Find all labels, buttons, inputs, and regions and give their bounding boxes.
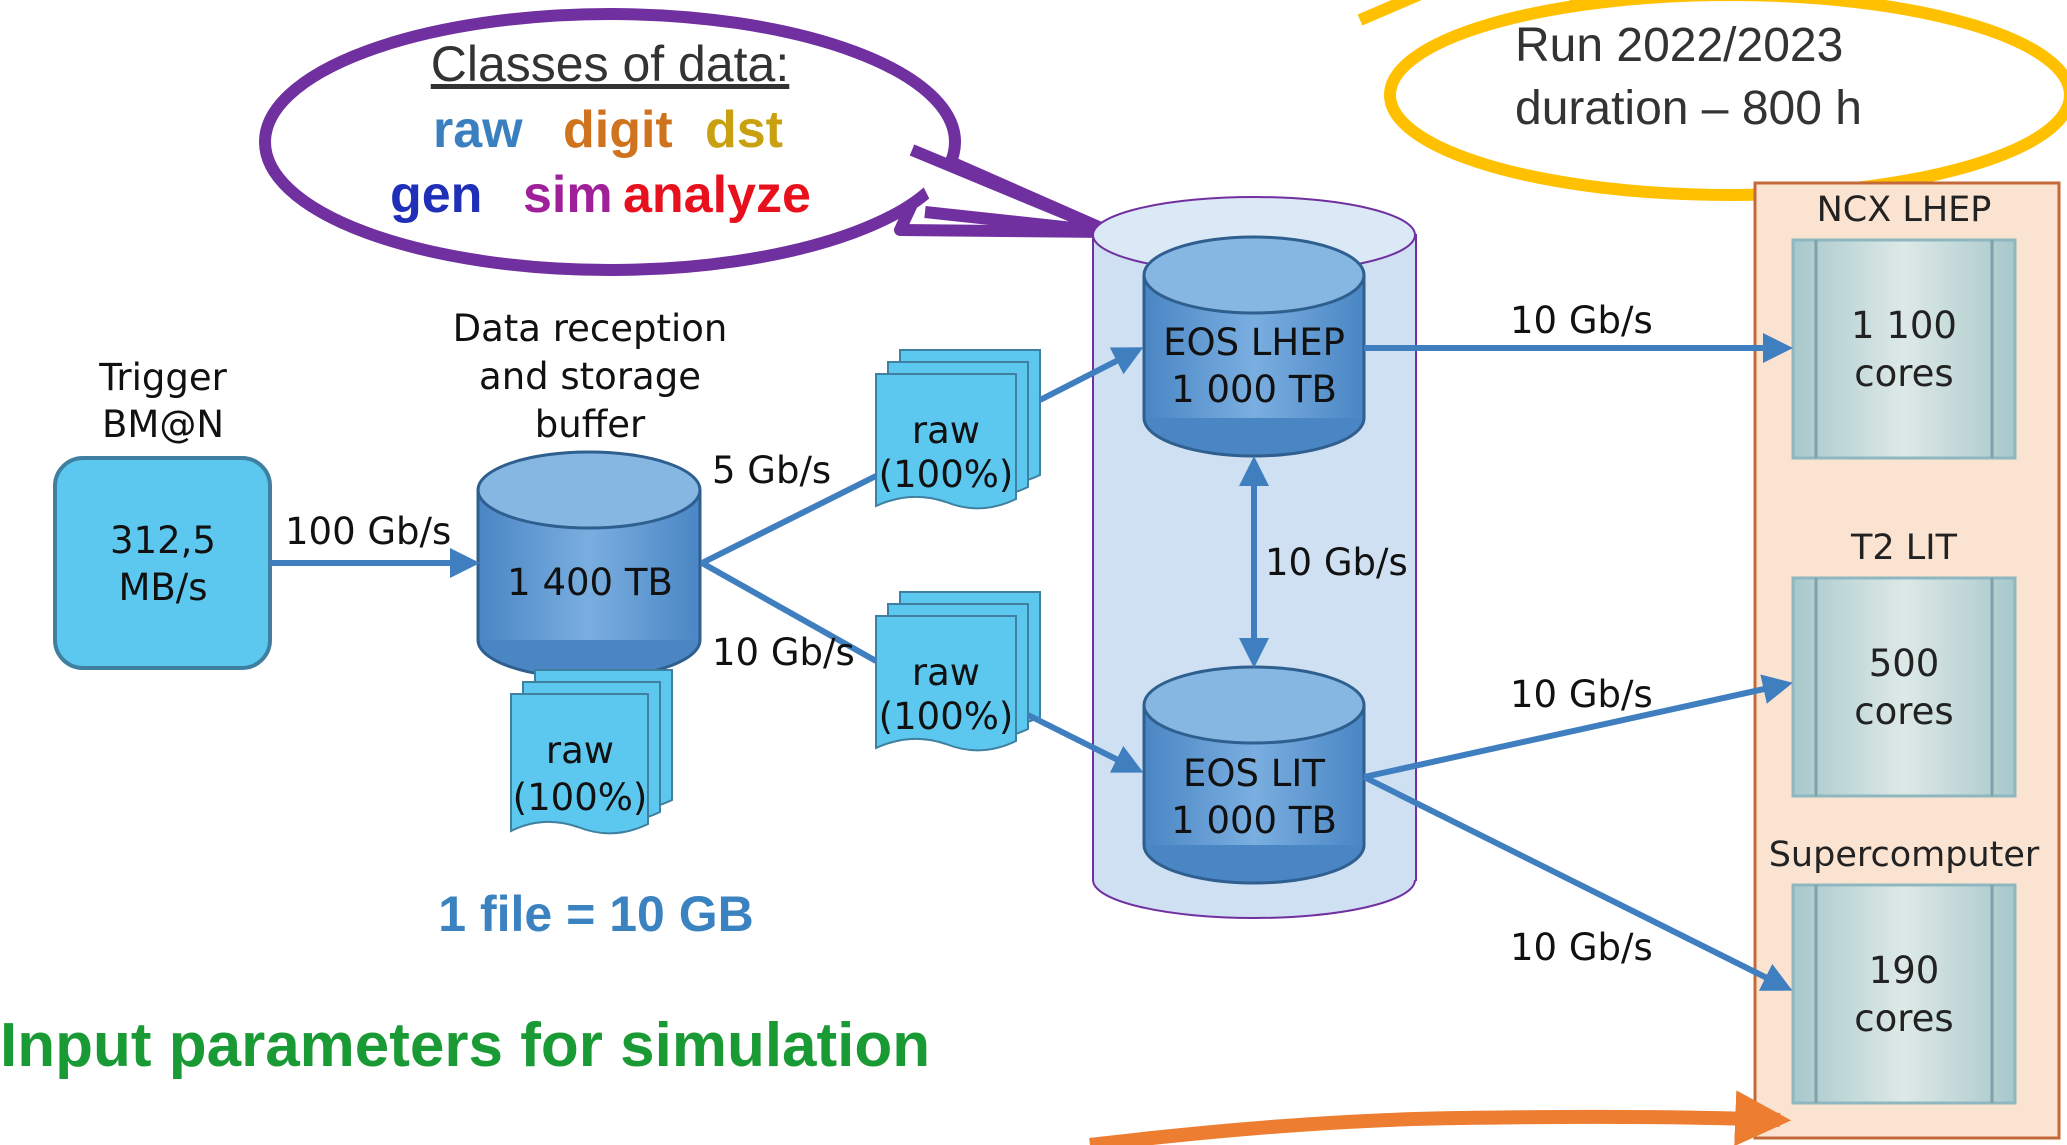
cluster-name-ncx: NCX LHEP (1816, 190, 1992, 230)
class-analyze: analyze (623, 166, 811, 224)
class-gen: gen (390, 166, 483, 224)
arrow-lit-super (1362, 774, 1793, 991)
cluster-cores-t2-1: 500 (1868, 642, 1940, 685)
t2-cores-box (1791, 576, 2017, 798)
buffer-title-3: buffer (534, 403, 646, 446)
trigger-title-1: Trigger (99, 356, 227, 399)
arrow-upper-lhep (1038, 347, 1144, 403)
link-lit-t2: 10 Gb/s (1510, 673, 1653, 716)
cluster-cores-super-1: 190 (1868, 949, 1940, 992)
buffer-capacity: 1 400 TB (507, 561, 673, 604)
trigger-title-2: BM@N (102, 403, 224, 446)
eos-lhep-cylinder (1142, 235, 1366, 458)
class-dst: dst (705, 101, 783, 159)
eos-lit-1: EOS LIT (1183, 752, 1325, 795)
class-sim: sim (523, 166, 613, 224)
arrow-lower-lit (1026, 712, 1144, 773)
cluster-name-t2: T2 LIT (1851, 528, 1957, 568)
eos-lit-cylinder (1142, 665, 1366, 885)
link-lhep-ncx: 10 Gb/s (1510, 299, 1653, 342)
trigger-rate-2: MB/s (118, 566, 208, 609)
link-lit-super: 10 Gb/s (1510, 926, 1653, 969)
orange-arrow (1089, 1090, 1792, 1145)
arrow-buffer-lower (700, 560, 878, 664)
raw-lower-2: (100%) (878, 695, 1014, 738)
eos-lhep-2: 1 000 TB (1171, 368, 1337, 411)
raw-doc-stack-buffer (510, 669, 673, 835)
run-bubble (1357, 0, 2067, 201)
file-note: 1 file = 10 GB (438, 886, 754, 942)
eos-lhep-1: EOS LHEP (1163, 321, 1345, 364)
cluster-cores-ncx-2: cores (1854, 352, 1954, 395)
trigger-rate-1: 312,5 (110, 519, 216, 562)
class-raw: raw (433, 101, 523, 159)
buffer-title-1: Data reception (452, 307, 728, 350)
link-buffer-lit: 10 Gb/s (712, 631, 855, 674)
buffer-cylinder (476, 450, 702, 680)
eos-lit-2: 1 000 TB (1171, 799, 1337, 842)
ncx-cores-box (1791, 238, 2017, 460)
classes-title: Classes of data: (430, 36, 790, 92)
class-digit: digit (563, 101, 673, 159)
run-line1: Run 2022/2023 (1515, 19, 1844, 72)
link-lhep-lit: 10 Gb/s (1265, 541, 1408, 584)
arrow-lit-t2 (1363, 674, 1793, 780)
raw-upper-2: (100%) (878, 453, 1014, 496)
super-cores-box (1791, 883, 2017, 1105)
link-trigger-buffer: 100 Gb/s (285, 510, 452, 553)
run-line2: duration – 800 h (1515, 82, 1862, 135)
cluster-cores-t2-2: cores (1854, 690, 1954, 733)
raw-buffer-2: (100%) (512, 776, 648, 819)
cluster-cores-super-2: cores (1854, 997, 1954, 1040)
raw-upper-1: raw (911, 409, 981, 452)
buffer-title-2: and storage (479, 355, 701, 398)
raw-doc-stack-lower (875, 591, 1041, 752)
heading: Input parameters for simulation (0, 1011, 931, 1080)
raw-buffer-1: raw (545, 729, 615, 772)
cluster-cores-ncx-1: 1 100 (1851, 304, 1957, 347)
arrow-buffer-upper (700, 473, 878, 566)
raw-lower-1: raw (911, 651, 981, 694)
raw-doc-stack-upper (875, 349, 1041, 510)
cluster-name-super: Supercomputer (1768, 835, 2040, 875)
link-buffer-lhep: 5 Gb/s (712, 449, 832, 492)
